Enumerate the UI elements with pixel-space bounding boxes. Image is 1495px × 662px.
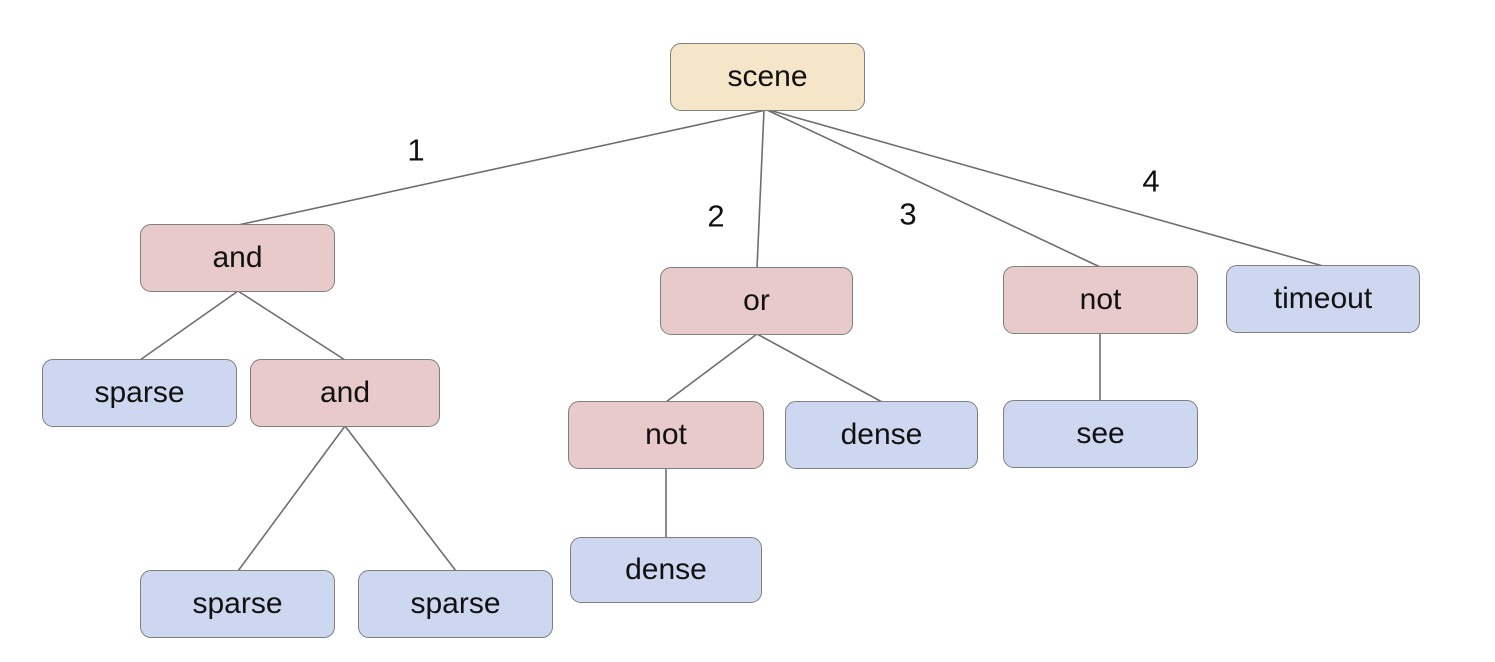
edge-label-2: 2: [707, 198, 725, 234]
node-sparse-3[interactable]: sparse: [358, 570, 553, 638]
node-not-2-label: not: [645, 418, 687, 451]
node-and-1[interactable]: and: [140, 224, 335, 292]
edge-and-1-sparse-1: [139, 290, 239, 361]
node-dense-1[interactable]: dense: [785, 401, 978, 469]
node-sparse-3-label: sparse: [410, 587, 501, 620]
node-not-1-label: not: [1079, 283, 1122, 316]
edge-and-2-sparse-2: [237, 425, 346, 572]
edge-and-1-and-2: [237, 290, 346, 361]
node-not-1[interactable]: not: [1003, 266, 1198, 334]
edge-scene-not-1: [766, 109, 1101, 268]
edge-label-4: 4: [1142, 163, 1160, 199]
edge-label-3: 3: [899, 196, 917, 232]
node-and-1-label: and: [212, 241, 263, 274]
node-and-2-label: and: [319, 376, 371, 409]
node-see-1[interactable]: see: [1003, 400, 1198, 468]
node-scene[interactable]: scene: [670, 43, 865, 111]
edge-scene-and-1: [237, 109, 767, 226]
node-or-1-label: or: [743, 284, 770, 317]
node-sparse-1-label: sparse: [94, 376, 185, 409]
node-and-2[interactable]: and: [250, 359, 440, 427]
edge-or-1-dense-1: [756, 333, 883, 403]
node-scene-label: scene: [727, 60, 808, 93]
node-not-2[interactable]: not: [568, 401, 764, 469]
edge-label-1: 1: [407, 132, 425, 168]
node-dense-2-label: dense: [625, 553, 707, 586]
edge-scene-or-1: [756, 109, 765, 269]
node-sparse-2-label: sparse: [192, 587, 283, 620]
node-sparse-1[interactable]: sparse: [42, 359, 237, 427]
node-dense-2[interactable]: dense: [570, 537, 762, 603]
node-see-1-label: see: [1076, 417, 1125, 450]
node-timeout-1[interactable]: timeout: [1226, 265, 1420, 333]
node-or-1[interactable]: or: [660, 267, 853, 335]
edge-or-1-not-2: [665, 333, 758, 403]
edge-scene-timeout-1: [768, 109, 1324, 267]
edge-and-2-sparse-3: [344, 425, 457, 572]
node-sparse-2[interactable]: sparse: [140, 570, 335, 638]
node-timeout-1-label: timeout: [1273, 282, 1373, 315]
node-dense-1-label: dense: [840, 418, 923, 451]
